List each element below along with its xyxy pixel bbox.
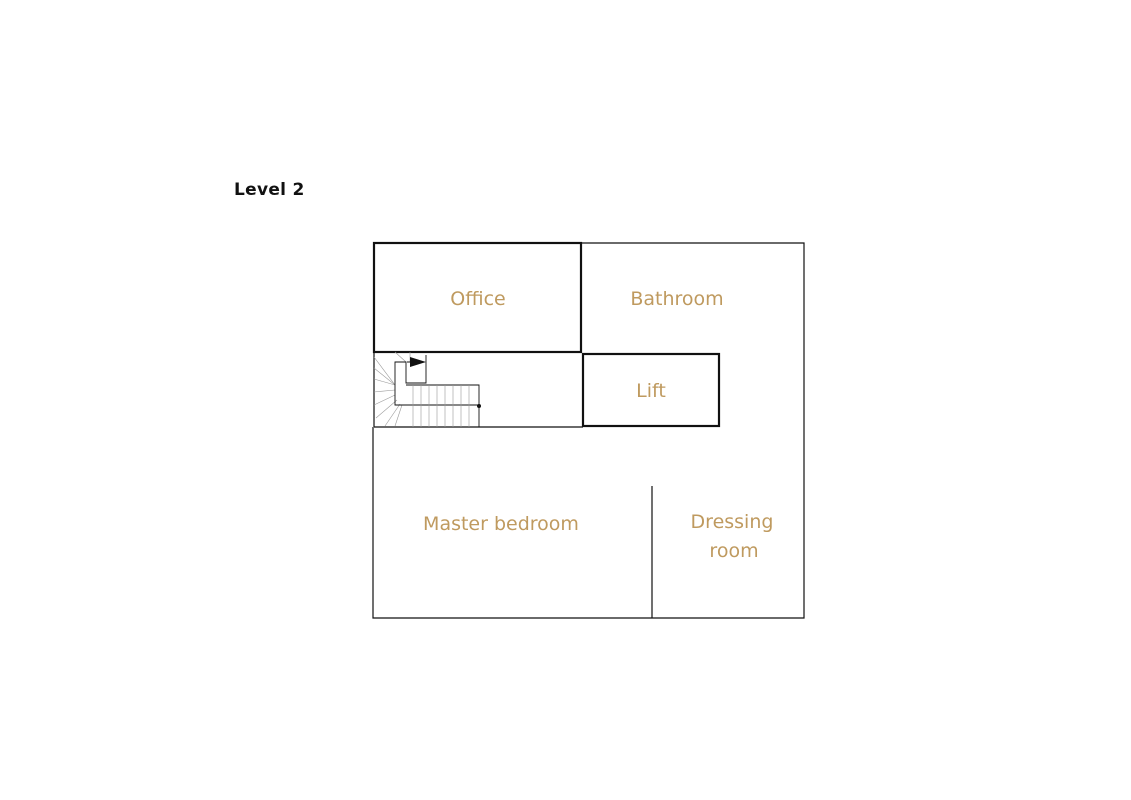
stair-treads (412, 385, 470, 427)
outer-walls (372, 242, 805, 619)
stair-arrow-head (410, 357, 426, 367)
stair-start-dot (477, 404, 481, 408)
dressing-room-label-line1: Dressing (691, 511, 774, 533)
stair-flight-outline (406, 384, 480, 427)
staircase (373, 351, 481, 427)
stair-outline (394, 355, 479, 406)
level-title: Level 2 (234, 180, 305, 200)
bathroom-label: Bathroom (630, 288, 723, 310)
master-bedroom-label: Master bedroom (423, 513, 579, 535)
lift-room (581, 352, 721, 428)
office-label: Office (450, 288, 505, 310)
stair-winders (373, 351, 411, 427)
lift-label: Lift (636, 380, 666, 402)
dressing-room-label-line2: room (709, 540, 758, 562)
hallway-walls (373, 352, 583, 428)
office-room (372, 241, 583, 354)
